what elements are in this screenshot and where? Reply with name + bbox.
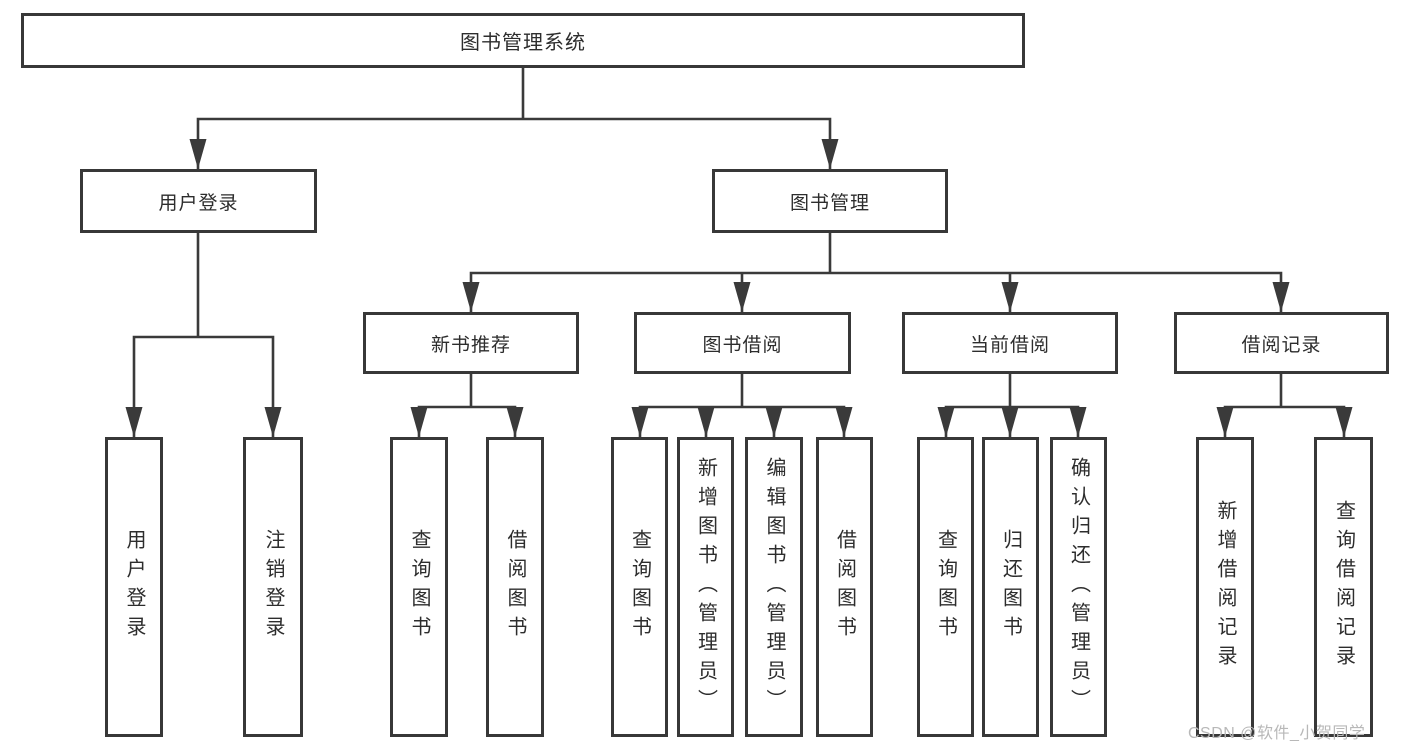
node-leaf-add-borrow-record: 新增借阅记录 (1196, 437, 1254, 737)
node-leaf-logout: 注销登录 (243, 437, 303, 737)
node-label: 注销登录 (262, 529, 284, 645)
node-user-login: 用户登录 (80, 169, 317, 233)
node-leaf-confirm-return-admin: 确认归还（管理员） (1050, 437, 1107, 737)
node-label: 归还图书 (999, 529, 1022, 645)
node-book-borrowing: 图书借阅 (634, 312, 851, 374)
node-leaf-query-books-current: 查询图书 (917, 437, 974, 737)
node-label: 用户登录 (123, 529, 145, 645)
node-leaf-borrow-books-recommend: 借阅图书 (486, 437, 544, 737)
node-leaf-return-books: 归还图书 (982, 437, 1039, 737)
csdn-watermark: CSDN @软件_小贺同学 (1188, 725, 1366, 742)
node-leaf-borrow-books: 借阅图书 (816, 437, 873, 737)
node-leaf-edit-books-admin: 编辑图书（管理员） (745, 437, 803, 737)
node-label: 新书推荐 (430, 334, 511, 356)
node-leaf-query-books-recommend: 查询图书 (390, 437, 448, 737)
node-label: 借阅图书 (504, 529, 526, 645)
node-label: 借阅图书 (833, 529, 856, 645)
node-leaf-query-books-borrow: 查询图书 (611, 437, 668, 737)
node-leaf-query-borrow-record: 查询借阅记录 (1314, 437, 1373, 737)
node-leaf-user-login: 用户登录 (105, 437, 163, 737)
node-label: 查询图书 (934, 529, 957, 645)
node-label: 图书管理系统 (460, 32, 586, 54)
node-label: 借阅记录 (1241, 334, 1322, 356)
node-label: 新增借阅记录 (1214, 500, 1236, 674)
node-leaf-add-books-admin: 新增图书（管理员） (677, 437, 734, 737)
node-label: 用户登录 (158, 192, 239, 214)
node-library-management-system: 图书管理系统 (21, 13, 1025, 68)
node-label: 当前借阅 (969, 334, 1050, 356)
node-new-book-recommend: 新书推荐 (363, 312, 579, 374)
node-label: 确认归还（管理员） (1067, 456, 1090, 718)
node-borrow-records: 借阅记录 (1174, 312, 1389, 374)
node-label: 图书管理 (789, 192, 870, 214)
node-label: 图书借阅 (702, 334, 783, 356)
node-book-management: 图书管理 (712, 169, 948, 233)
node-label: 查询图书 (628, 529, 651, 645)
node-label: 查询借阅记录 (1332, 500, 1355, 674)
node-label: 新增图书（管理员） (694, 456, 717, 718)
node-label: 编辑图书（管理员） (763, 456, 785, 718)
node-current-borrowing: 当前借阅 (902, 312, 1118, 374)
node-label: 查询图书 (408, 529, 430, 645)
